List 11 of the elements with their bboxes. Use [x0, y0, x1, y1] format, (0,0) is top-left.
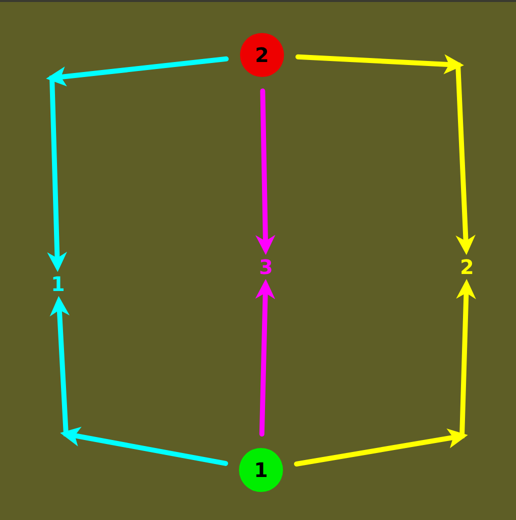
node-label: 2	[456, 255, 478, 279]
arrow	[50, 296, 228, 466]
node-label: 3	[255, 255, 277, 279]
arrow	[255, 88, 276, 255]
arrow	[47, 56, 229, 272]
circle-node: 2	[240, 33, 284, 77]
arrow	[294, 279, 476, 466]
node-label: 1	[47, 272, 69, 296]
arrow	[255, 279, 276, 436]
circle-node: 1	[239, 448, 283, 492]
arrow	[295, 54, 476, 255]
